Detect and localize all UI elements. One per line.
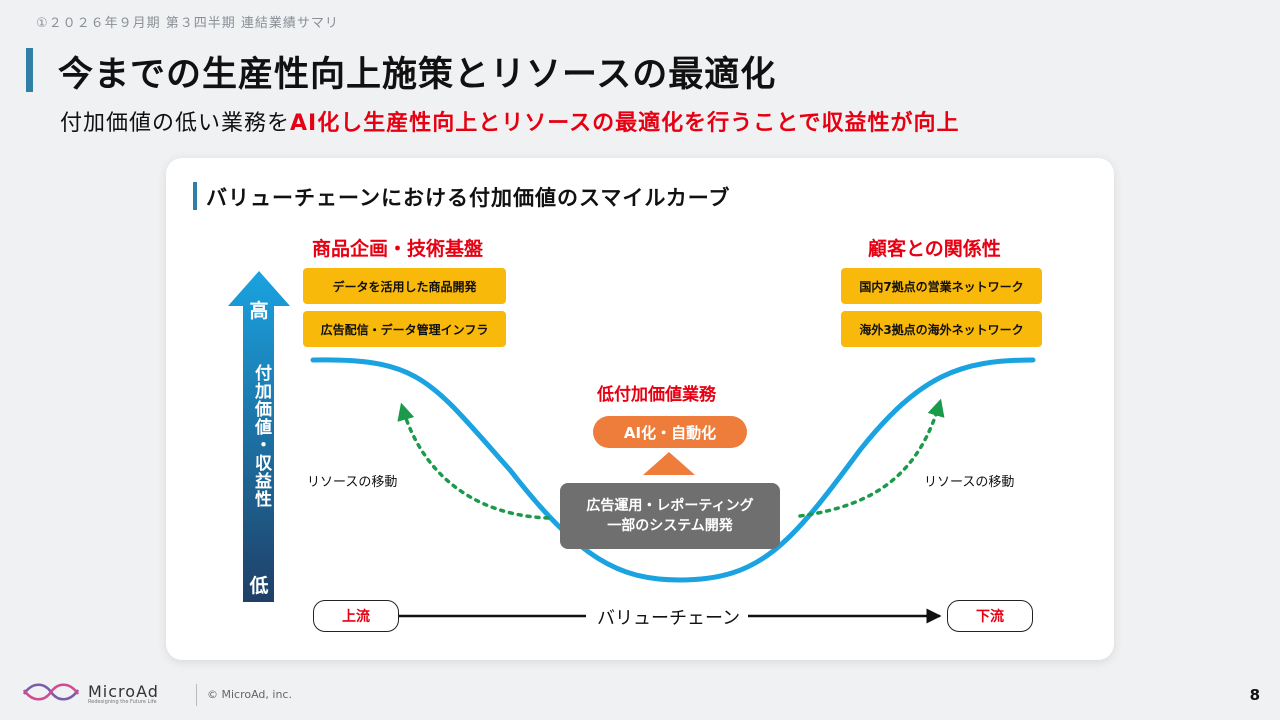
axis-low-label: 低 <box>249 575 269 597</box>
report-header-note: ①２０２６年９月期 第３四半期 連結業績サマリ <box>36 16 339 31</box>
value-chain-label: バリューチェーン <box>589 604 749 630</box>
page-number: 8 <box>1249 686 1260 704</box>
footer-divider <box>196 684 197 706</box>
ai-automation-badge: AI化・自動化 <box>593 416 747 448</box>
low-value-task-box: 広告運用・レポーティング 一部のシステム開発 <box>560 483 780 549</box>
smile-curve <box>310 357 1036 583</box>
resource-move-right-arrow <box>798 398 945 518</box>
microad-logo-icon <box>22 683 80 701</box>
resource-move-left-label: リソースの移動 <box>307 475 398 490</box>
section-title: バリューチェーンにおける付加価値のスマイルカーブ <box>206 186 731 210</box>
page-title: 今までの生産性向上施策とリソースの最適化 <box>58 55 777 95</box>
left-item-product-dev: データを活用した商品開発 <box>303 268 506 304</box>
logo-wordmark: MicroAd <box>88 682 159 701</box>
right-item-domestic-network: 国内7拠点の営業ネットワーク <box>841 268 1042 304</box>
title-accent-bar <box>26 48 33 92</box>
value-axis-arrow <box>228 271 290 602</box>
page-subtitle: 付加価値の低い業務をAI化し生産性向上とリソースの最適化を行うことで収益性が向上 <box>60 105 959 137</box>
center-heading: 低付加価値業務 <box>597 385 716 405</box>
subtitle-plain: 付加価値の低い業務を <box>60 111 291 136</box>
axis-label: 付加価値・収益性 <box>251 364 271 508</box>
task-line-2: 一部のシステム開発 <box>607 518 733 534</box>
axis-high-label: 高 <box>249 300 269 322</box>
resource-move-right-label: リソースの移動 <box>924 475 1015 490</box>
subtitle-highlight: AI化し生産性向上とリソースの最適化を行うことで収益性が向上 <box>290 111 960 136</box>
logo-tagline: Redesigning the Future Life <box>88 699 157 705</box>
task-line-1: 広告運用・レポーティング <box>586 498 754 514</box>
copyright: © MicroAd, inc. <box>207 688 292 701</box>
downstream-pill: 下流 <box>947 600 1033 632</box>
section-accent-bar <box>193 182 197 210</box>
left-item-infra: 広告配信・データ管理インフラ <box>303 311 506 347</box>
ai-up-triangle <box>643 452 695 475</box>
resource-move-left-arrow <box>397 402 550 520</box>
right-item-overseas-network: 海外3拠点の海外ネットワーク <box>841 311 1042 347</box>
upstream-pill: 上流 <box>313 600 399 632</box>
left-heading: 商品企画・技術基盤 <box>312 238 484 260</box>
right-heading: 顧客との関係性 <box>868 238 1001 260</box>
